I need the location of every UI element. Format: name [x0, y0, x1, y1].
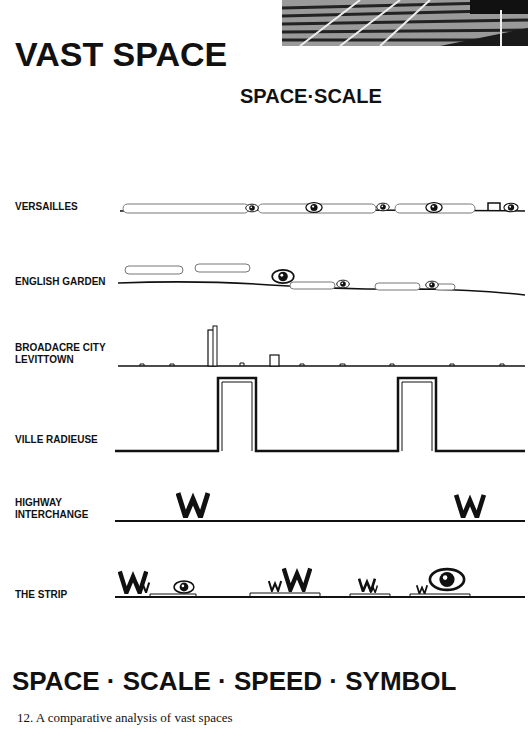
ville-radieuse-section [115, 378, 525, 451]
row-label: THE STRIP [15, 589, 125, 601]
row-label: BROADACRE CITY LEVITTOWN [15, 342, 115, 366]
row-label: HIGHWAY INTERCHANGE [15, 497, 115, 521]
versailles-section [120, 203, 525, 213]
title: VAST SPACE [15, 34, 315, 75]
row-label: VILLE RADIEUSE [15, 434, 125, 446]
subtitle: SPACE·SCALE [240, 84, 440, 108]
english-garden-section [118, 264, 525, 295]
broadacre-section [118, 326, 525, 366]
row-label: VERSAILLES [15, 201, 125, 213]
row-label: ENGLISH GARDEN [15, 276, 135, 288]
strip-section [115, 568, 525, 597]
photo-strip [282, 0, 528, 46]
highway-section [115, 493, 525, 521]
caption: 12. A comparative analysis of vast space… [17, 710, 417, 726]
footer-heading: SPACE · SCALE · SPEED · SYMBOL [12, 666, 522, 697]
